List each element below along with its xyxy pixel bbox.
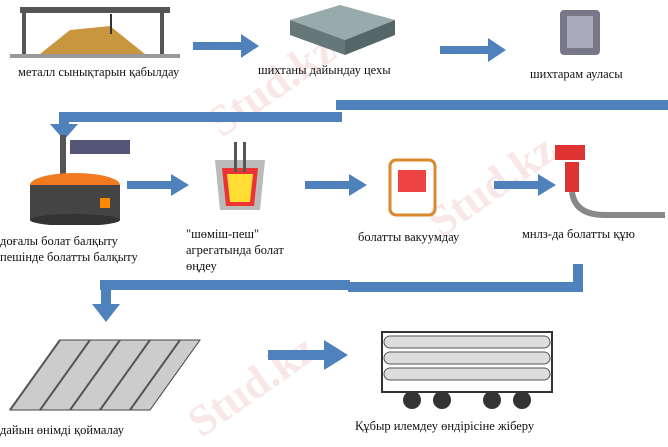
connector-bar bbox=[60, 112, 342, 122]
label-shipping: Құбыр илемдеу өндірісіне жіберу bbox=[355, 419, 535, 433]
label-storage: дайын өнімді қоймалау bbox=[0, 423, 124, 437]
arrow-right bbox=[127, 174, 189, 196]
pipe-stack-image bbox=[9, 339, 201, 411]
rail-wagon-image bbox=[381, 331, 553, 409]
label-casting: мнлз-да болатты құю bbox=[522, 227, 635, 241]
label-arc-furnace: доғалы болат балқыту пешінде болатты балқ… bbox=[0, 233, 138, 265]
connector-bar bbox=[100, 280, 350, 290]
arrow-right bbox=[440, 38, 506, 62]
label-line: агрегатында болат bbox=[186, 243, 284, 257]
arrow-right bbox=[268, 340, 348, 370]
vacuum-degasser-image bbox=[388, 158, 437, 217]
charge-yard-image bbox=[560, 10, 600, 55]
label-scrap-intake: металл сынықтарын қабылдау bbox=[18, 65, 180, 79]
scrap-yard-crane-image bbox=[10, 7, 180, 58]
label-line: "шөміш-пеш" bbox=[186, 227, 260, 241]
label-ladle-furnace: "шөміш-пеш" агрегатында болат өңдеу bbox=[186, 226, 284, 274]
connector-bar bbox=[573, 264, 583, 290]
label-line: доғалы болат балқыту bbox=[0, 234, 118, 248]
label-vacuum: болатты вакуумдау bbox=[358, 230, 460, 244]
connector-bar bbox=[336, 100, 668, 110]
charge-workshop-image bbox=[290, 5, 395, 55]
arc-furnace-image bbox=[30, 135, 130, 225]
continuous-caster-image bbox=[555, 145, 665, 218]
label-charge-prep: шихтаны дайындау цехы bbox=[258, 63, 391, 77]
arrow-down bbox=[92, 280, 120, 322]
label-line: пешінде болатты балқыту bbox=[0, 250, 138, 264]
arrow-right bbox=[193, 34, 259, 58]
label-line: өңдеу bbox=[186, 259, 217, 273]
ladle-furnace-image bbox=[215, 142, 265, 210]
connector-bar bbox=[348, 282, 583, 292]
label-charge-yard: шихтарам ауласы bbox=[530, 67, 623, 81]
arrow-right bbox=[494, 174, 556, 196]
arrow-right bbox=[305, 174, 367, 196]
arrow-down bbox=[50, 112, 78, 140]
